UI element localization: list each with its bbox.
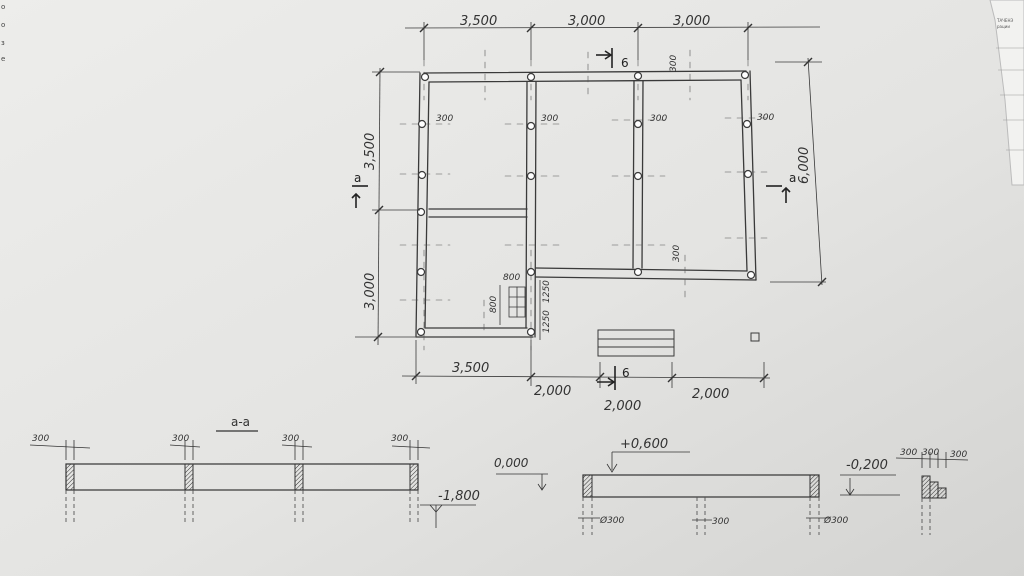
sheet-header-2: рации <box>997 24 1010 29</box>
grid-dim-1: 300 <box>436 114 453 124</box>
grid-dim-2: 300 <box>541 114 558 124</box>
bottom-dim-1: 3,500 <box>452 361 489 376</box>
bb-pile-diam-1: Ø300 <box>599 515 625 526</box>
porch-stair <box>508 286 526 318</box>
piles <box>416 70 756 337</box>
plan-labels: 3,500 3,000 3,000 3,500 2,000 2,000 2,00… <box>354 14 812 414</box>
left-dim-2: 3,000 <box>363 273 378 310</box>
grade-beams <box>415 70 757 338</box>
cut-label-bottom: 6 <box>622 366 630 380</box>
bb-level-top: +0,600 <box>620 437 668 452</box>
plan-dimension-lines <box>355 22 826 388</box>
grid-dim-6: 300 <box>672 245 682 262</box>
grid-dim-3: 300 <box>650 114 667 124</box>
bb-level-low: -0,200 <box>846 458 888 473</box>
svg-text:е: е <box>1 55 5 63</box>
right-dim: 6,000 <box>797 147 812 184</box>
section-a-title: a-a <box>231 415 250 429</box>
dimension-ticks <box>373 23 827 383</box>
bb-mid-dim: 300 <box>712 517 729 527</box>
top-dim-2: 3,000 <box>568 14 605 29</box>
aa-dim-2: 300 <box>172 434 189 444</box>
aa-dim-4: 300 <box>391 434 408 444</box>
bb-pile-diam-2: Ø300 <box>823 515 849 526</box>
small-pedestal <box>750 332 760 342</box>
bottom-dim-4: 2,000 <box>692 387 729 402</box>
grid-dim-5: 300 <box>669 55 679 72</box>
steps-block <box>597 329 675 357</box>
top-dim-1: 3,500 <box>460 14 497 29</box>
aa-dim-3: 300 <box>282 434 299 444</box>
svg-text:з: з <box>1 39 5 47</box>
svg-text:о: о <box>1 3 5 11</box>
cut-label-top: 6 <box>621 56 629 70</box>
stair-dim-1: 800 <box>503 273 520 283</box>
cut-label-left: a <box>354 171 361 185</box>
bottom-dim-2: 2,000 <box>534 384 571 399</box>
top-dim-3: 3,000 <box>673 14 710 29</box>
stair-dim-4: 1250 <box>542 310 552 333</box>
bottom-dim-3: 2,000 <box>604 399 641 414</box>
step-dim-1: 300 <box>900 448 917 458</box>
margin-marks: о о зе <box>1 3 5 63</box>
stair-dim-2: 800 <box>489 296 499 313</box>
cut-markers <box>351 48 791 390</box>
step-detail: 300 300 300 <box>895 448 969 535</box>
step-dim-2: 300 <box>922 448 939 458</box>
stair-dim-3: 1250 <box>542 280 552 303</box>
svg-text:о: о <box>1 21 5 29</box>
section-a-a: a-a 300 300 300 300 -1,800 <box>29 415 480 528</box>
left-dim-1: 3,500 <box>363 133 378 170</box>
section-b-b: +0,600 0,000 -0,200 Ø300 300 Ø300 <box>494 437 900 535</box>
step-dim-3: 300 <box>950 450 967 460</box>
floor-plan <box>399 49 771 357</box>
aa-dim-1: 300 <box>32 434 49 444</box>
grid-dim-4: 300 <box>757 113 774 123</box>
second-sheet: ТАЧЕНЭ рации <box>989 0 1024 186</box>
bb-level-zero: 0,000 <box>494 456 529 470</box>
cut-label-right: a <box>789 171 796 185</box>
aa-level: -1,800 <box>438 489 480 504</box>
sheet-header-1: ТАЧЕНЭ <box>996 18 1013 23</box>
